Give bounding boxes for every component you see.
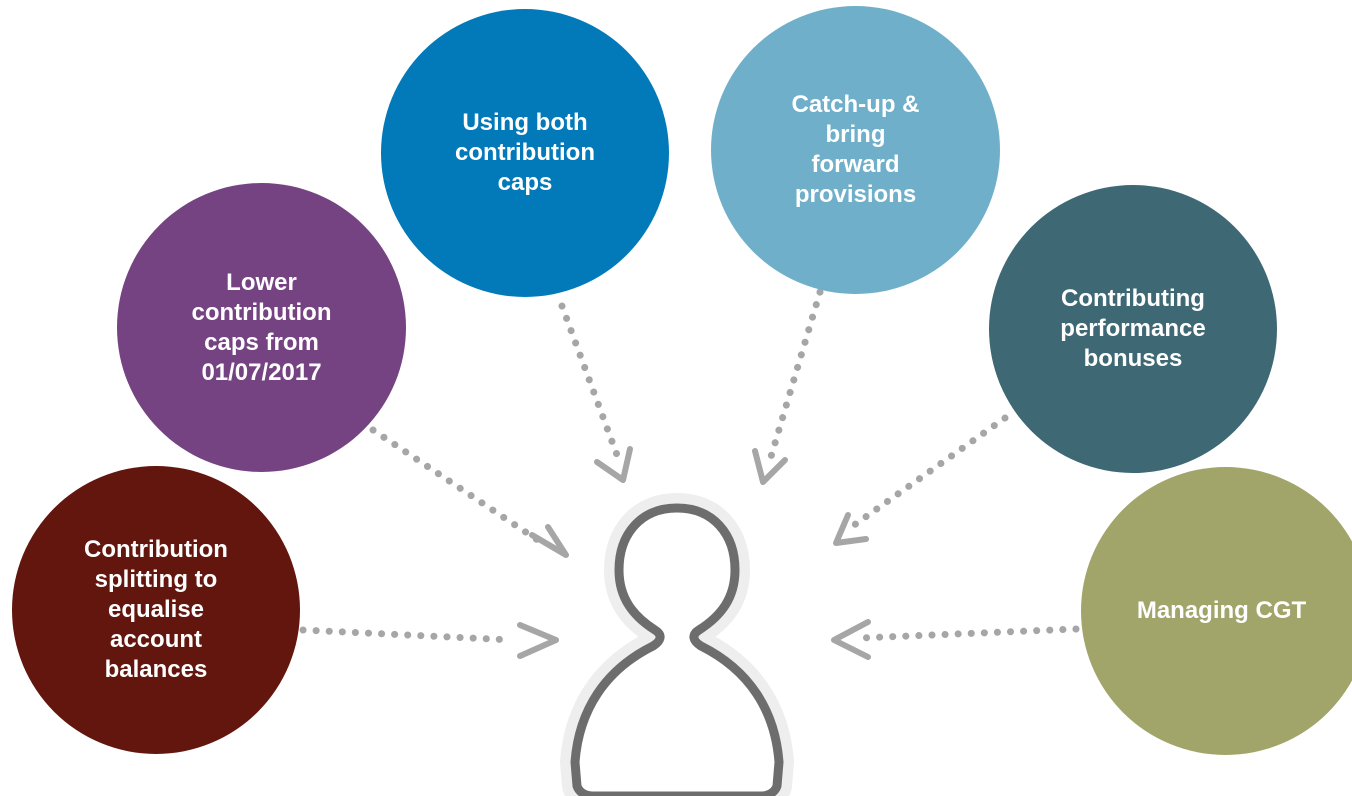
- bubble-catch-up: Catch-up & bring forward provisions: [711, 6, 1000, 294]
- bubble-contribution-splitting: Contribution splitting to equalise accou…: [12, 466, 300, 754]
- connector-lower-caps: [369, 426, 549, 549]
- person-icon: [560, 493, 794, 796]
- bubble-performance-bonuses-label: Contributing performance bonuses: [1060, 285, 1206, 372]
- connector-both-caps: [558, 302, 621, 459]
- bubble-contribution-splitting-label: Contribution splitting to equalise accou…: [84, 536, 228, 683]
- arrowhead-catch-up: [752, 448, 788, 485]
- arrowhead-contribution-splitting: [517, 622, 559, 659]
- bubble-performance-bonuses: Contributing performance bonuses: [989, 185, 1277, 473]
- bubble-managing-cgt: Managing CGT: [1081, 467, 1352, 755]
- arrowhead-performance-bonuses: [833, 512, 869, 546]
- bubble-both-caps-label: Using both contribution caps: [455, 109, 595, 196]
- bubble-lower-caps: Lower contribution caps from 01/07/2017: [117, 183, 406, 472]
- connector-contribution-splitting: [299, 626, 516, 644]
- connector-performance-bonuses: [846, 414, 1009, 532]
- arrowhead-both-caps: [594, 446, 633, 483]
- bubble-catch-up-label: Catch-up & bring forward provisions: [791, 91, 920, 208]
- arrowhead-managing-cgt: [831, 619, 871, 660]
- bubble-both-caps: Using both contribution caps: [381, 9, 669, 297]
- connector-managing-cgt: [856, 625, 1080, 642]
- bubble-managing-cgt-label: Managing CGT: [1136, 597, 1307, 624]
- arrowhead-lower-caps: [529, 524, 569, 558]
- bubble-lower-caps-label: Lower contribution caps from 01/07/2017: [191, 268, 332, 386]
- person-icon-outline: [570, 503, 784, 796]
- connector-catch-up: [766, 288, 824, 464]
